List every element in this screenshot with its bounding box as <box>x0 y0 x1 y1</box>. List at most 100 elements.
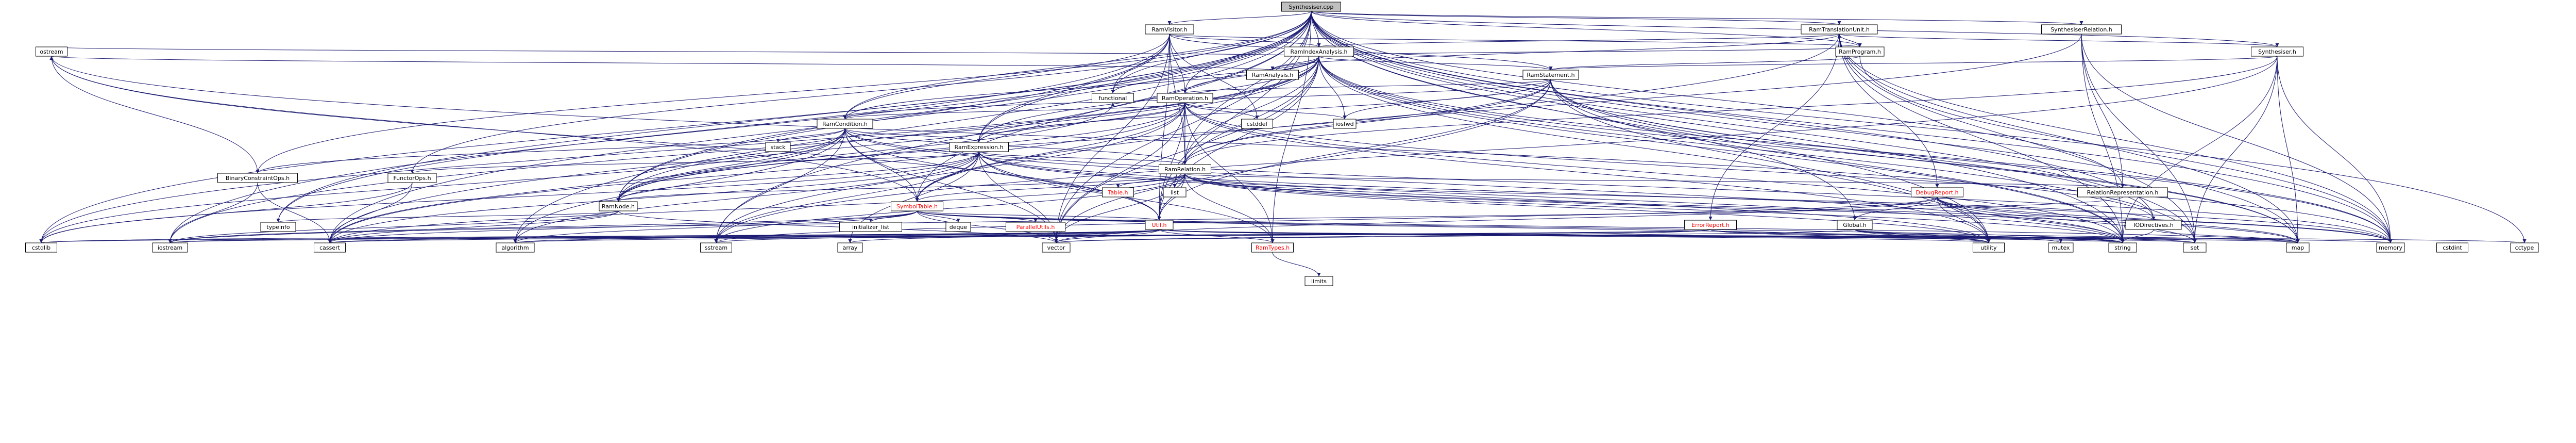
node-box <box>2376 242 2405 253</box>
node-box <box>1837 220 1873 230</box>
node-ramstatement[interactable]: RamStatement.h <box>1522 70 1579 80</box>
edge-ramcondition-to-symboltable <box>844 128 919 202</box>
edge-ramoperation-to-cstddef <box>1184 102 1259 120</box>
node-utility[interactable]: utility <box>1973 242 2005 253</box>
node-label: cstddef <box>1247 121 1268 127</box>
edge-synth_cpp-to-binaryconstraint <box>256 11 1312 174</box>
edge-ramrelation-to-utility <box>1184 173 1991 243</box>
node-ramprogram[interactable]: RamProgram.h <box>1835 46 1885 57</box>
node-set[interactable]: set <box>2183 242 2207 253</box>
node-cstdlib[interactable]: cstdlib <box>25 242 57 253</box>
node-mutex[interactable]: mutex <box>2048 242 2074 253</box>
node-deque[interactable]: deque <box>945 222 971 232</box>
edge-ramvisitor-to-ramcondition <box>843 34 1170 120</box>
node-functional[interactable]: functional <box>1092 93 1134 103</box>
node-box <box>1006 222 1065 232</box>
node-synthrelation[interactable]: SynthesiserRelation.h <box>2041 24 2122 35</box>
node-ramrelation[interactable]: RamRelation.h <box>1159 164 1211 174</box>
edge-iodirectives-to-ostream <box>49 56 2154 221</box>
edge-synth_cpp-to-ramrelation <box>1183 11 1312 165</box>
node-vector[interactable]: vector <box>1042 242 1071 253</box>
node-limits[interactable]: limits <box>1304 276 1333 286</box>
node-map[interactable]: map <box>2286 242 2310 253</box>
node-cassert[interactable]: cassert <box>314 242 346 253</box>
node-cctype[interactable]: cctype <box>2510 242 2539 253</box>
node-ramexpression[interactable]: RamExpression.h <box>949 142 1009 152</box>
node-ramcondition[interactable]: RamCondition.h <box>817 119 873 129</box>
node-ramtranslationunit[interactable]: RamTranslationUnit.h <box>1801 24 1878 35</box>
node-global[interactable]: Global.h <box>1837 220 1873 230</box>
node-initializer_list[interactable]: initializer_list <box>839 222 902 232</box>
node-utilh[interactable]: Util.h <box>1145 220 1174 230</box>
node-symboltable[interactable]: SymbolTable.h <box>891 201 943 211</box>
edge-synthesiser_h-to-ramstatement <box>1549 56 2278 71</box>
node-synthesiser_h[interactable]: Synthesiser.h <box>2251 46 2303 57</box>
node-memory[interactable]: memory <box>2376 242 2405 253</box>
edge-ramstatement-to-utility <box>1550 79 1991 243</box>
node-array[interactable]: array <box>837 242 863 253</box>
node-ramnode[interactable]: RamNode.h <box>599 201 638 211</box>
node-iodirectives[interactable]: IODirectives.h <box>2125 220 2182 230</box>
node-errorreport[interactable]: ErrorReport.h <box>1684 220 1737 230</box>
node-binaryconstraint[interactable]: BinaryConstraintOps.h <box>217 173 298 183</box>
edge-ramrelation-to-map <box>1184 173 2300 243</box>
edge-debugreport-to-vector <box>1054 196 1938 243</box>
node-box <box>837 242 863 253</box>
node-typeinfo[interactable]: typeinfo <box>260 222 296 232</box>
edge-ramtranslationunit-to-string <box>1839 34 2125 243</box>
node-box <box>1159 164 1211 174</box>
edge-synthrelation-to-string <box>2081 34 2125 243</box>
node-box <box>891 201 943 211</box>
node-ramindexanalysis[interactable]: RamIndexAnalysis.h <box>1284 46 1354 57</box>
edge-ramindexanalysis-to-functional <box>1111 56 1319 94</box>
node-label: set <box>2191 244 2199 251</box>
edge-ramindexanalysis-to-ramanalysis <box>1270 56 1319 71</box>
node-cstdint[interactable]: cstdint <box>2436 242 2468 253</box>
node-ramanalysis[interactable]: RamAnalysis.h <box>1246 70 1299 80</box>
edge-ramstatement-to-map <box>1550 79 2300 243</box>
node-box <box>2041 24 2122 35</box>
edge-debugreport-to-set <box>1937 196 2197 243</box>
edge-global-to-map <box>1854 229 2300 243</box>
node-parallelutils[interactable]: ParallelUtils.h <box>1006 222 1065 232</box>
node-functorops[interactable]: FunctorOps.h <box>387 173 437 183</box>
edge-iodirectives-to-string <box>2121 229 2154 243</box>
edge-synth_cpp-to-set <box>1311 11 2197 243</box>
node-ramtypes[interactable]: RamTypes.h <box>1251 242 1294 253</box>
node-label: array <box>843 244 858 251</box>
node-ramvisitor[interactable]: RamVisitor.h <box>1145 24 1194 35</box>
edge-ramstatement-to-iosfwd <box>1343 79 1551 120</box>
node-stack[interactable]: stack <box>765 142 791 152</box>
edge-ramoperation-to-iosfwd <box>1184 102 1347 120</box>
edge-ramprogram-to-ramstatement <box>1549 56 1860 71</box>
node-table[interactable]: Table.h <box>1102 187 1134 198</box>
edge-ramoperation-to-cassert <box>328 102 1185 243</box>
edge-ramrelation-to-sstream <box>714 173 1185 243</box>
edge-ramoperation-to-string <box>1184 102 2125 243</box>
edge-symboltable-to-string <box>917 210 2124 243</box>
edge-errorreport-to-string <box>1710 229 2125 243</box>
node-cstddef[interactable]: cstddef <box>1241 119 1273 129</box>
edge-ramstatement-to-ramoperation <box>1183 79 1551 94</box>
node-relationrep[interactable]: RelationRepresentation.h <box>2077 187 2168 198</box>
node-iosfwd[interactable]: iosfwd <box>1333 119 1357 129</box>
node-ostream[interactable]: ostream <box>36 46 67 57</box>
node-ramoperation[interactable]: RamOperation.h <box>1157 93 1213 103</box>
node-list[interactable]: list <box>1163 187 1187 198</box>
edge-ramvisitor-to-typeinfo <box>276 34 1170 223</box>
node-debugreport[interactable]: DebugReport.h <box>1911 187 1963 198</box>
node-label: iostream <box>158 244 182 251</box>
edge-utilh-to-ramtypes <box>1159 229 1275 243</box>
node-synth_cpp[interactable]: Synthesiser.cpp <box>1281 2 1341 12</box>
edge-synth_cpp-to-ramvisitor <box>1167 11 1312 25</box>
node-label: sstream <box>705 244 727 251</box>
node-box <box>700 242 732 253</box>
edge-ramrelation-to-string <box>1184 173 2125 243</box>
edge-synth_cpp-to-synthrelation <box>1311 11 2083 25</box>
node-algorithm[interactable]: algorithm <box>496 242 535 253</box>
node-string[interactable]: string <box>2108 242 2137 253</box>
node-box <box>2436 242 2468 253</box>
node-label: string <box>2114 244 2131 251</box>
node-sstream[interactable]: sstream <box>700 242 732 253</box>
node-iostream[interactable]: iostream <box>152 242 188 253</box>
